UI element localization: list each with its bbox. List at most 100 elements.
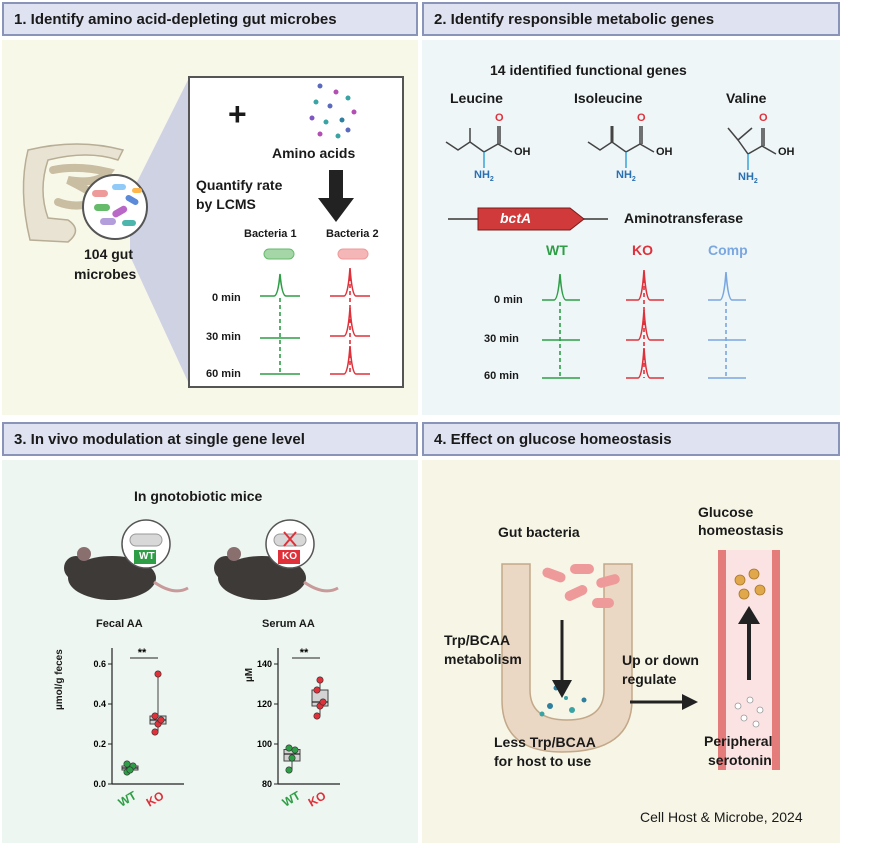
isoleucine-nh2-sub: 2 [631,176,636,184]
gnotobiotic-subtitle: In gnotobiotic mice [134,488,263,504]
fecal-point [151,728,159,736]
isoleucine-oh: OH [656,146,673,158]
isoleucine-nh2-text: NH [616,169,632,181]
fecal-sig: ** [138,647,147,659]
less-trp-label-line-2: for host to use [494,753,592,769]
blood-vessel-illustration [718,550,780,770]
fecal-chart-title: Fecal AA [96,618,143,630]
aa-name-valine: Valine [726,90,767,106]
isoleucine-o: O [637,112,646,124]
peripheral-label-line-1: Peripheral [704,733,773,749]
valine-o: O [759,112,768,124]
aa-name-leucine: Leucine [450,90,503,106]
condition-ko: KO [632,242,653,258]
panel-2-header: 2. Identify responsible metabolic genes [422,2,840,36]
panel-4-header: 4. Effect on glucose homeostasis [422,422,840,456]
amino-acids-dots-icon [309,83,357,139]
microbes-label-line-1: 104 gut [84,246,134,262]
serum-y-tick-label: 140 [257,659,272,669]
glucose-label-line-1: Glucose [698,504,754,520]
fecal-point [157,716,165,724]
fecal-y-tick-label: 0.2 [93,739,106,749]
serum-point [319,698,327,706]
fecal-point [154,670,162,678]
condition-wt: WT [546,242,568,258]
gene-arrow [448,207,608,231]
leucine-structure [445,126,513,168]
valine-oh: OH [778,146,795,158]
fecal-chart: ** 0.60.40.20.0 [93,647,184,789]
valine-nh2-text: NH [738,171,754,183]
bacteria-1-label: Bacteria 1 [244,228,297,240]
p1-time-60: 60 min [206,368,241,380]
panel-1: 1. Identify amino acid-depleting gut mic… [0,0,422,415]
mouse-ko-badge: KO [282,551,297,562]
leucine-nh2-sub: 2 [489,176,494,184]
leucine-o: O [495,112,504,124]
valine-structure [727,127,777,170]
villus-illustration [501,563,633,753]
p1-chromatograms [260,267,370,375]
gut-bacteria-label: Gut bacteria [498,524,580,540]
zoom-connector [130,76,190,386]
serum-y-tick-label: 80 [262,779,272,789]
isoleucine-structure [587,126,655,168]
down-arrow-icon [318,170,354,222]
mouse-wt-badge: WT [139,551,155,562]
microbes-circle-icon [82,174,148,240]
glucose-label-line-2: homeostasis [698,522,784,538]
p2-time-0: 0 min [494,294,523,306]
p2-time-30: 30 min [484,333,519,345]
fecal-y-tick-label: 0.6 [93,659,106,669]
microbes-label-line-2: microbes [74,266,137,282]
leucine-nh2-text: NH [474,169,490,181]
genes-subtitle: 14 identified functional genes [490,62,687,78]
valine-nh2: NH2 [738,171,758,185]
p2-chromatograms [542,269,746,379]
leucine-nh2: NH2 [474,169,494,183]
panel-3: 3. In vivo modulation at single gene lev… [0,420,422,843]
serum-y-tick-label: 120 [257,699,272,709]
metabolism-arrow-icon [552,620,572,698]
updown-label-line-1: Up or down [622,652,699,668]
serum-point [291,746,299,754]
aa-name-isoleucine: Isoleucine [574,90,643,106]
p1-time-30: 30 min [206,331,241,343]
serum-point [288,754,296,762]
amino-acids-label: Amino acids [272,145,356,161]
updown-label-line-2: regulate [622,671,677,687]
serum-sig: ** [300,647,309,659]
trp-label-line-2: metabolism [444,651,522,667]
fecal-y-tick-label: 0.0 [93,779,106,789]
fecal-point [126,766,134,774]
panel-1-header: 1. Identify amino acid-depleting gut mic… [2,2,418,36]
serum-point [285,766,293,774]
serum-chart-title: Serum AA [262,618,315,630]
p1-time-0: 0 min [212,292,241,304]
quantify-label-line-2: by LCMS [196,196,256,212]
valine-nh2-sub: 2 [753,178,758,186]
plus-sign: + [228,96,247,132]
serum-y-tick-label: 100 [257,739,272,749]
quantify-label-line-1: Quantify rate [196,177,283,193]
isoleucine-nh2: NH2 [616,169,636,183]
peripheral-label-line-2: serotonin [708,752,772,768]
bacteria-2-label: Bacteria 2 [326,228,379,240]
serum-point [316,676,324,684]
p2-time-60: 60 min [484,370,519,382]
trp-label-line-1: Trp/BCAA [444,632,511,648]
regulate-arrow-icon [630,694,698,710]
fecal-point [123,760,131,768]
panel-3-background [2,460,418,843]
mouse-wt-icon [64,519,189,600]
less-trp-label-line-1: Less Trp/BCAA [494,734,596,750]
gut-bacteria-icons [542,564,620,608]
serum-chart: ** 140 120 100 80 [257,647,340,789]
citation: Cell Host & Microbe, 2024 [640,809,803,825]
panel-4: 4. Effect on glucose homeostasis [422,420,870,843]
serum-point [285,744,293,752]
fecal-ylabel: µmol/g feces [54,649,65,710]
bacteria-icons [263,248,369,260]
serum-point [313,686,321,694]
fecal-point [151,712,159,720]
